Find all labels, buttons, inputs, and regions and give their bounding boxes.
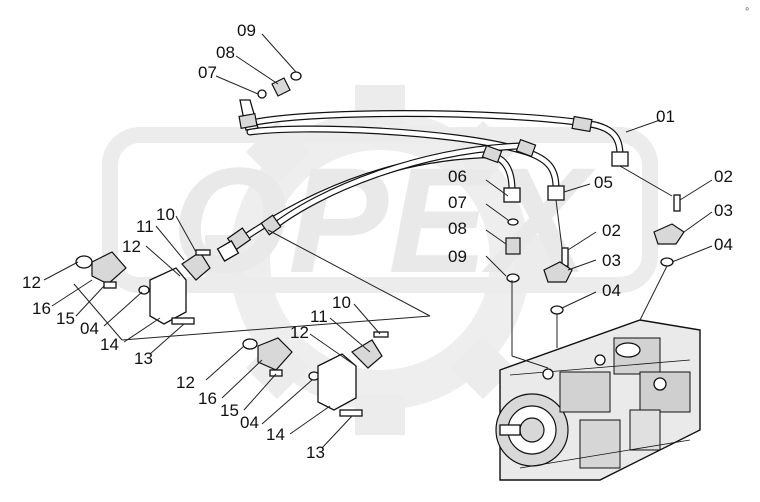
callout-08-top: 08	[216, 43, 235, 62]
leader-lines	[43, 33, 713, 449]
callout-10-lower: 10	[332, 293, 351, 312]
opex-watermark: OPEX	[102, 85, 658, 435]
callout-14-lower: 14	[266, 425, 285, 444]
callout-10-upper: 10	[156, 205, 175, 224]
adapter-08-top	[271, 77, 291, 97]
callout-15-lower: 15	[220, 401, 239, 420]
hose-assembly	[216, 99, 629, 262]
callout-02-mid: 02	[602, 221, 621, 240]
callout-12-lower-a: 12	[290, 323, 309, 342]
callout-04-right: 04	[714, 235, 733, 254]
callout-08-mid: 08	[448, 219, 467, 238]
flange-clamp-right	[653, 194, 685, 267]
callout-04-lower: 04	[240, 413, 259, 432]
callout-07-mid: 07	[448, 193, 467, 212]
callout-09-mid: 09	[448, 247, 467, 266]
watermark-text: OPEX	[172, 136, 597, 304]
callout-15-upper: 15	[56, 309, 75, 328]
callout-12-upper-b: 12	[22, 273, 41, 292]
callout-06: 06	[448, 167, 467, 186]
callout-16-lower: 16	[198, 389, 217, 408]
callout-14-upper: 14	[100, 335, 119, 354]
callout-02-right: 02	[714, 167, 733, 186]
callout-07-top: 07	[198, 63, 217, 82]
callout-05: 05	[594, 173, 613, 192]
o-ring-09-top	[290, 71, 302, 81]
callout-12-upper-a: 12	[122, 237, 141, 256]
hydraulic-pump	[495, 319, 701, 481]
callout-03-mid: 03	[602, 251, 621, 270]
flange-clamp-mid	[543, 247, 573, 315]
callout-11-upper: 11	[136, 217, 154, 236]
callout-11-lower: 11	[310, 307, 328, 326]
o-ring-07-top	[257, 89, 267, 99]
callout-04-upper: 04	[80, 319, 99, 338]
lower-flange-group	[242, 331, 389, 417]
watermark-frame	[102, 127, 658, 293]
callout-04-mid: 04	[602, 281, 621, 300]
callout-13-upper: 13	[134, 349, 153, 368]
top-fitting-set	[257, 71, 302, 99]
corner-mark: ∘	[744, 4, 750, 15]
callout-16-upper: 16	[32, 299, 51, 318]
callout-labels: 09 08 07 01 06 07 08 09 05 02 03 04 02 0…	[22, 21, 733, 462]
mid-fitting-set	[505, 218, 521, 283]
callout-01: 01	[656, 107, 675, 126]
callout-09-top: 09	[237, 21, 256, 40]
callout-03-right: 03	[714, 201, 733, 220]
upper-flange-group	[75, 249, 211, 325]
callout-13-lower: 13	[306, 443, 325, 462]
callout-12-lower-b: 12	[176, 373, 195, 392]
